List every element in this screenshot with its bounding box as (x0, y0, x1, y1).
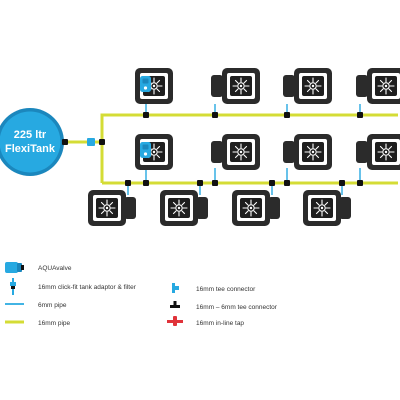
tank-name-label: FlexiTank (5, 143, 56, 155)
pot-tab (211, 75, 223, 97)
pot-module (366, 133, 400, 171)
pot-module (159, 189, 199, 227)
pot-tab (124, 197, 136, 219)
aquavalve-icon (140, 142, 151, 158)
pot-tab (268, 197, 280, 219)
pot-module (302, 189, 342, 227)
flexitank: 225 ltr FlexiTank (0, 108, 64, 176)
legend-aquavalve-label: AQUAvalve (38, 265, 72, 272)
pot-tab (196, 197, 208, 219)
legend-adaptor-label: 16mm click-fit tank adaptor & filter (38, 284, 137, 291)
pot-module (221, 67, 261, 105)
pot-module (221, 133, 261, 171)
tank-capacity-label: 225 ltr (14, 129, 47, 141)
pot-row-top (134, 67, 400, 105)
pot-module (293, 133, 333, 171)
pot-tab (283, 141, 295, 163)
pot-module (366, 67, 400, 105)
legend-tee-16-6mm-icon (170, 301, 180, 308)
pot-module (231, 189, 271, 227)
legend-inline-tap-icon (167, 316, 183, 326)
pot-tab (339, 197, 351, 219)
legend-16mm-pipe-label: 16mm pipe (38, 320, 71, 327)
pot-row-middle (134, 133, 400, 171)
legend-inline-tap-label: 16mm in-line tap (196, 320, 244, 327)
legend: AQUAvalve 16mm click-fit tank adaptor & … (5, 262, 278, 327)
pot-tab (283, 75, 295, 97)
legend-adaptor-icon (10, 278, 16, 295)
pot-module (87, 189, 127, 227)
pot-tab (211, 141, 223, 163)
aquavalve-icon (140, 76, 151, 92)
legend-aquavalve-icon (5, 262, 24, 273)
pot-tab (356, 75, 368, 97)
pot-tab (356, 141, 368, 163)
pot-module (293, 67, 333, 105)
tank-adaptor (62, 138, 95, 146)
legend-6mm-pipe-label: 6mm pipe (38, 302, 67, 309)
pot-row-bottom (87, 189, 351, 227)
tee-connectors (99, 112, 363, 186)
legend-tee-16mm-label: 16mm tee connector (196, 286, 256, 293)
legend-tee-16mm-icon (172, 283, 179, 293)
legend-tee-16-6mm-label: 16mm – 6mm tee connector (196, 304, 278, 311)
